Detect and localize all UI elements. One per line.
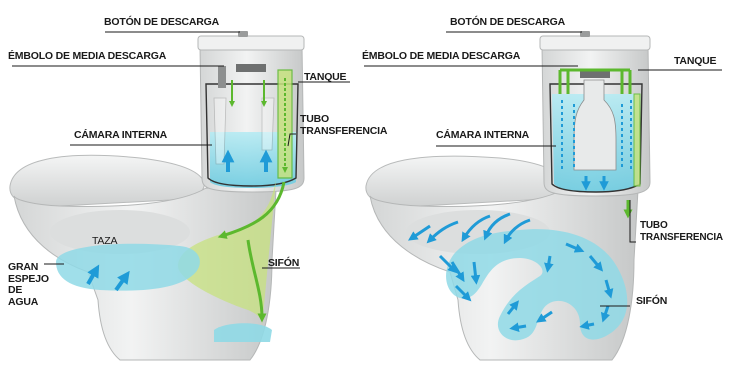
right-label-inner-chamber: CÁMARA INTERNA <box>436 129 530 141</box>
left-label-flush-button: BOTÓN DE DESCARGA <box>104 16 220 28</box>
right-label-half-flush-plunger: ÉMBOLO DE MEDIA DESCARGA <box>362 50 521 62</box>
right-flush-button <box>580 31 590 37</box>
left-label-water-mirror: GRAN ESPEJO DE AGUA <box>8 261 49 308</box>
leader-lines <box>12 31 722 307</box>
left-label-transfer-tube: TUBO TRANSFERENCIA <box>300 113 388 137</box>
right-label-siphon: SIFÓN <box>636 295 668 307</box>
left-label-bowl: TAZA <box>92 235 118 247</box>
right-label-flush-button: BOTÓN DE DESCARGA <box>450 16 566 28</box>
right-toilet <box>365 31 651 361</box>
leader-right-transfer-tube <box>629 200 636 243</box>
leader-left-transfer-tube <box>287 133 296 147</box>
left-label-half-flush-plunger: ÉMBOLO DE MEDIA DESCARGA <box>8 50 167 62</box>
right-label-tank: TANQUE <box>674 55 717 67</box>
right-toilet-seat <box>365 155 563 207</box>
left-flush-button <box>238 31 248 37</box>
right-siphon-water <box>446 229 628 341</box>
left-inner-chamber <box>205 83 299 187</box>
right-label-transfer-tube: TUBO TRANSFERENCIA <box>640 220 723 243</box>
left-toilet <box>9 31 305 361</box>
left-label-siphon: SIFÓN <box>268 257 300 269</box>
left-label-tank: TANQUE <box>304 71 347 83</box>
left-label-inner-chamber: CÁMARA INTERNA <box>74 129 168 141</box>
